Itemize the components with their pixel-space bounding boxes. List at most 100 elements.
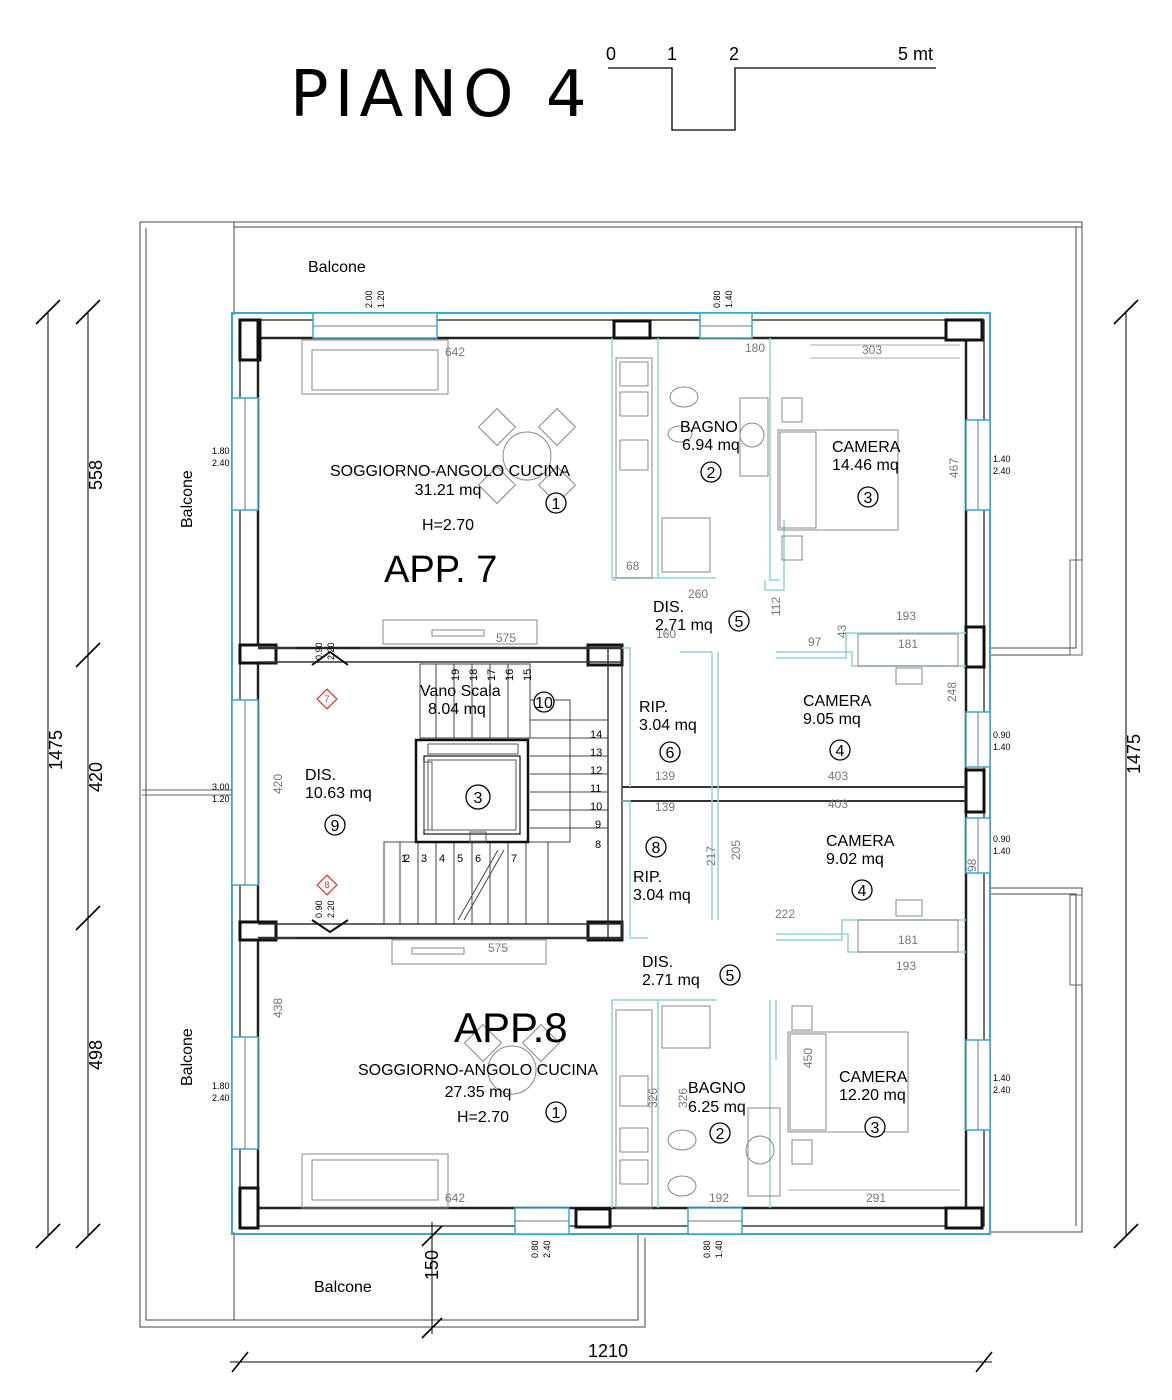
windows <box>142 312 991 1235</box>
room-app8-bedroom1: CAMERA 12.20 mq 3 <box>839 1069 908 1138</box>
svg-text:0.80: 0.80 <box>702 1240 712 1258</box>
staircase <box>383 663 608 925</box>
room-app8-rip: 8 RIP. 3.04 mq <box>633 836 691 904</box>
svg-text:3.00: 3.00 <box>212 782 230 792</box>
svg-text:43: 43 <box>835 624 849 638</box>
step-17: 17 <box>486 669 498 681</box>
svg-text:CAMERA: CAMERA <box>839 1069 908 1086</box>
step-12: 12 <box>590 765 602 777</box>
svg-text:642: 642 <box>445 345 465 359</box>
balcony-left-top-label: Balcone <box>179 470 196 528</box>
scale-bar: 0 1 2 5 mt <box>606 44 936 131</box>
svg-text:420: 420 <box>271 774 285 794</box>
elevator <box>414 738 530 844</box>
svg-text:193: 193 <box>896 609 916 623</box>
svg-text:2.20: 2.20 <box>326 642 336 660</box>
room-app7-bedroom2: CAMERA 9.05 mq 4 <box>803 693 872 761</box>
step-4: 4 <box>439 853 445 865</box>
svg-text:H=2.70: H=2.70 <box>422 517 474 534</box>
svg-text:2.71 mq: 2.71 mq <box>655 617 713 634</box>
svg-text:2: 2 <box>716 1126 725 1143</box>
svg-text:217: 217 <box>704 846 718 866</box>
step-19: 19 <box>450 669 462 681</box>
svg-text:438: 438 <box>271 998 285 1018</box>
scale-tick-2: 2 <box>729 44 739 64</box>
room-app7-rip: RIP. 3.04 mq 6 <box>639 699 697 763</box>
partitions <box>611 338 966 1208</box>
dim-seg-bottom: 498 <box>86 1040 106 1070</box>
svg-text:97: 97 <box>808 635 822 649</box>
room-app7-bedroom1: CAMERA 14.46 mq 3 <box>832 439 901 508</box>
furniture <box>301 339 960 1209</box>
svg-text:10: 10 <box>535 695 553 712</box>
step-numbers: 1 2 3 4 5 6 7 8 9 10 11 12 13 14 15 16 1… <box>401 669 602 865</box>
svg-text:1.40: 1.40 <box>993 742 1011 752</box>
svg-text:4: 4 <box>836 743 845 760</box>
scale-tick-5: 5 mt <box>898 44 933 64</box>
svg-text:12.20 mq: 12.20 mq <box>839 1087 906 1104</box>
svg-text:6.94 mq: 6.94 mq <box>682 437 740 454</box>
svg-text:1.20: 1.20 <box>376 290 386 308</box>
step-10: 10 <box>590 801 602 813</box>
svg-text:1.80: 1.80 <box>212 446 230 456</box>
exit-sign-8: 8 <box>316 874 338 896</box>
apartment-label-7: APP. 7 <box>384 549 497 591</box>
doors <box>296 647 360 939</box>
svg-text:BAGNO: BAGNO <box>688 1080 746 1097</box>
svg-text:1: 1 <box>552 1105 561 1122</box>
svg-text:0.80: 0.80 <box>530 1240 540 1258</box>
exit-sign-7: 7 <box>316 688 338 710</box>
step-2: 2 <box>404 853 410 865</box>
svg-text:1: 1 <box>552 496 561 513</box>
svg-text:192: 192 <box>709 1191 729 1205</box>
svg-text:1.40: 1.40 <box>993 1073 1011 1083</box>
svg-text:2: 2 <box>707 465 716 482</box>
svg-text:CAMERA: CAMERA <box>803 693 872 710</box>
svg-text:68: 68 <box>626 559 640 573</box>
svg-text:3.04 mq: 3.04 mq <box>633 887 691 904</box>
svg-text:642: 642 <box>445 1191 465 1205</box>
svg-text:326: 326 <box>646 1088 660 1108</box>
svg-text:3.04 mq: 3.04 mq <box>639 717 697 734</box>
step-9: 9 <box>595 819 601 831</box>
svg-text:DIS.: DIS. <box>653 599 684 616</box>
svg-text:BAGNO: BAGNO <box>680 419 738 436</box>
room-app7-dis: DIS. 2.71 mq 5 <box>653 599 750 634</box>
svg-text:2.00: 2.00 <box>364 290 374 308</box>
svg-text:1.40: 1.40 <box>993 846 1011 856</box>
svg-text:31.21 mq: 31.21 mq <box>415 482 482 499</box>
svg-text:2.20: 2.20 <box>326 900 336 918</box>
svg-text:RIP.: RIP. <box>633 869 662 886</box>
svg-text:403: 403 <box>828 797 848 811</box>
dim-total-width: 1210 <box>588 1341 628 1361</box>
svg-text:180: 180 <box>745 341 765 355</box>
room-app8-bedroom2: CAMERA 9.02 mq 4 <box>826 833 895 901</box>
svg-text:3: 3 <box>871 1120 880 1137</box>
step-11: 11 <box>590 783 601 795</box>
svg-text:403: 403 <box>828 769 848 783</box>
svg-text:181: 181 <box>898 933 918 947</box>
svg-text:SOGGIORNO-ANGOLO CUCINA: SOGGIORNO-ANGOLO CUCINA <box>330 463 570 480</box>
svg-text:8: 8 <box>652 840 661 857</box>
step-5: 5 <box>457 853 463 865</box>
svg-text:14.46 mq: 14.46 mq <box>832 457 899 474</box>
room-app7-bath: BAGNO 6.94 mq 2 <box>680 419 740 483</box>
svg-text:0.90: 0.90 <box>314 900 324 918</box>
step-3: 3 <box>421 853 427 865</box>
svg-text:98: 98 <box>965 858 979 872</box>
svg-text:205: 205 <box>729 840 743 860</box>
svg-text:DIS.: DIS. <box>305 767 336 784</box>
svg-text:181: 181 <box>898 637 918 651</box>
svg-text:2.71 mq: 2.71 mq <box>642 972 700 989</box>
svg-text:575: 575 <box>496 631 516 645</box>
svg-text:4: 4 <box>858 883 867 900</box>
svg-text:575: 575 <box>488 941 508 955</box>
svg-text:1.20: 1.20 <box>212 794 230 804</box>
svg-text:2.40: 2.40 <box>212 458 230 468</box>
svg-text:2.40: 2.40 <box>542 1240 552 1258</box>
svg-text:193: 193 <box>896 959 916 973</box>
pillars <box>238 318 986 1230</box>
svg-text:0.90: 0.90 <box>993 730 1011 740</box>
